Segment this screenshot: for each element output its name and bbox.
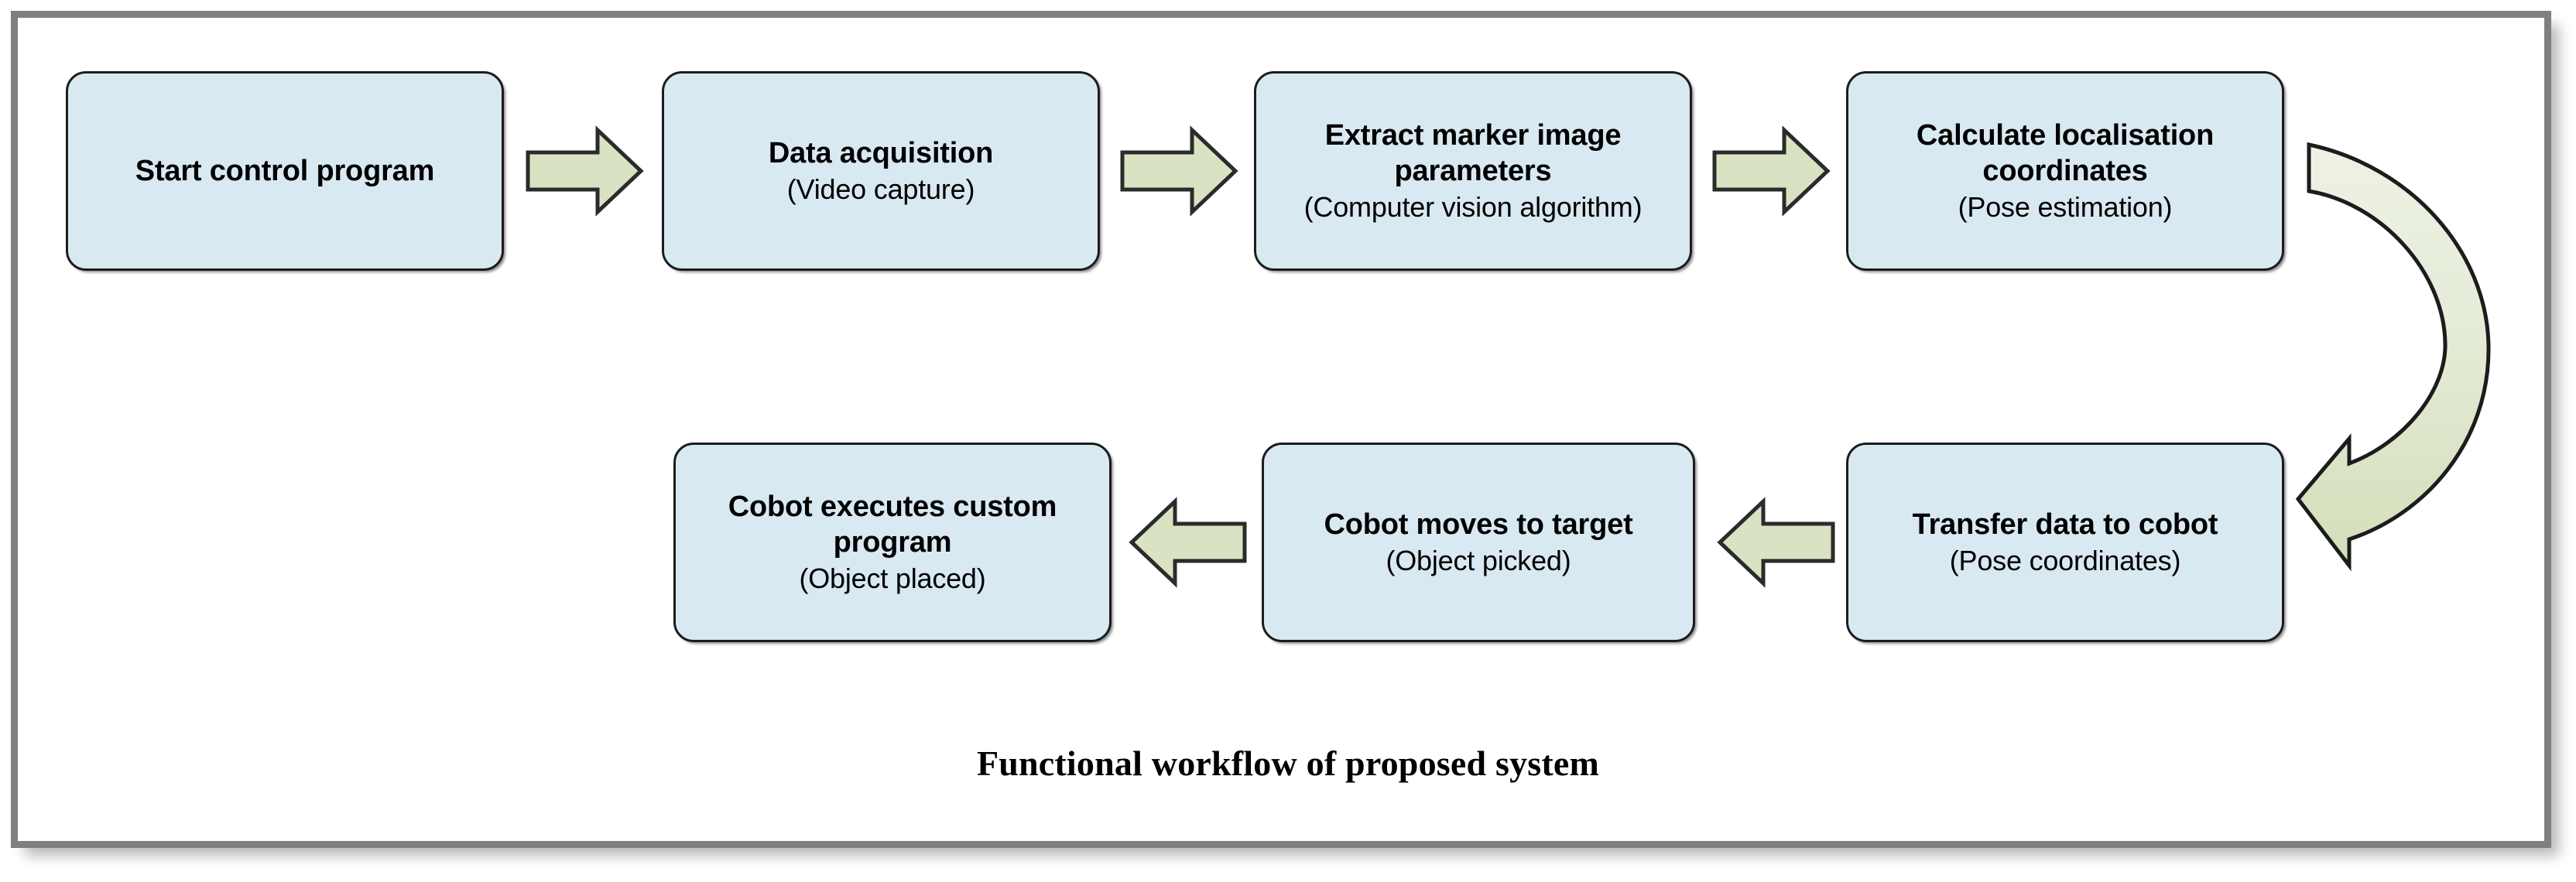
figure-caption: Functional workflow of proposed system xyxy=(976,744,1600,783)
process-node-data-acquisition[interactable]: Data acquisition (Video capture) xyxy=(662,71,1100,271)
node-subtitle: (Pose estimation) xyxy=(1958,191,2173,224)
process-node-extract-marker-image-parameters[interactable]: Extract marker image parameters (Compute… xyxy=(1254,71,1692,271)
node-title-line-2: program xyxy=(833,526,952,559)
process-node-start-control-program[interactable]: Start control program xyxy=(66,71,504,271)
node-subtitle: (Pose coordinates) xyxy=(1949,545,2181,577)
process-node-calculate-localisation-coordinates[interactable]: Calculate localisation coordinates (Pose… xyxy=(1846,71,2284,271)
node-title-line-2: coordinates xyxy=(1982,155,2148,188)
node-title: Cobot moves to target xyxy=(1324,508,1633,541)
arrow-left-icon-transfer-to-moves xyxy=(1717,497,1835,588)
node-subtitle: (Object placed) xyxy=(799,562,986,595)
node-subtitle: (Object picked) xyxy=(1386,545,1571,577)
process-node-cobot-executes-custom-program[interactable]: Cobot executes custom program (Object pl… xyxy=(673,443,1112,642)
node-title-line-1: Calculate localisation xyxy=(1916,118,2215,152)
node-subtitle: (Computer vision algorithm) xyxy=(1303,191,1643,224)
node-title: Transfer data to cobot xyxy=(1912,508,2218,541)
curved-arrow-icon-calculate-to-transfer xyxy=(2295,135,2543,572)
node-title-line-1: Extract marker image xyxy=(1324,118,1622,152)
node-title: Start control program xyxy=(135,154,435,187)
arrow-left-icon-moves-to-executes xyxy=(1129,497,1247,588)
node-title-line-2: parameters xyxy=(1394,155,1552,188)
process-node-cobot-moves-to-target[interactable]: Cobot moves to target (Object picked) xyxy=(1262,443,1695,642)
process-node-transfer-data-to-cobot[interactable]: Transfer data to cobot (Pose coordinates… xyxy=(1846,443,2284,642)
node-title: Data acquisition xyxy=(768,136,994,169)
arrow-right-icon-data-to-extract xyxy=(1120,125,1238,217)
arrow-right-icon-start-to-data xyxy=(526,125,644,217)
node-subtitle: (Video capture) xyxy=(786,173,975,206)
arrow-right-icon-extract-to-calculate xyxy=(1712,125,1831,217)
node-title-line-1: Cobot executes custom xyxy=(728,490,1057,523)
